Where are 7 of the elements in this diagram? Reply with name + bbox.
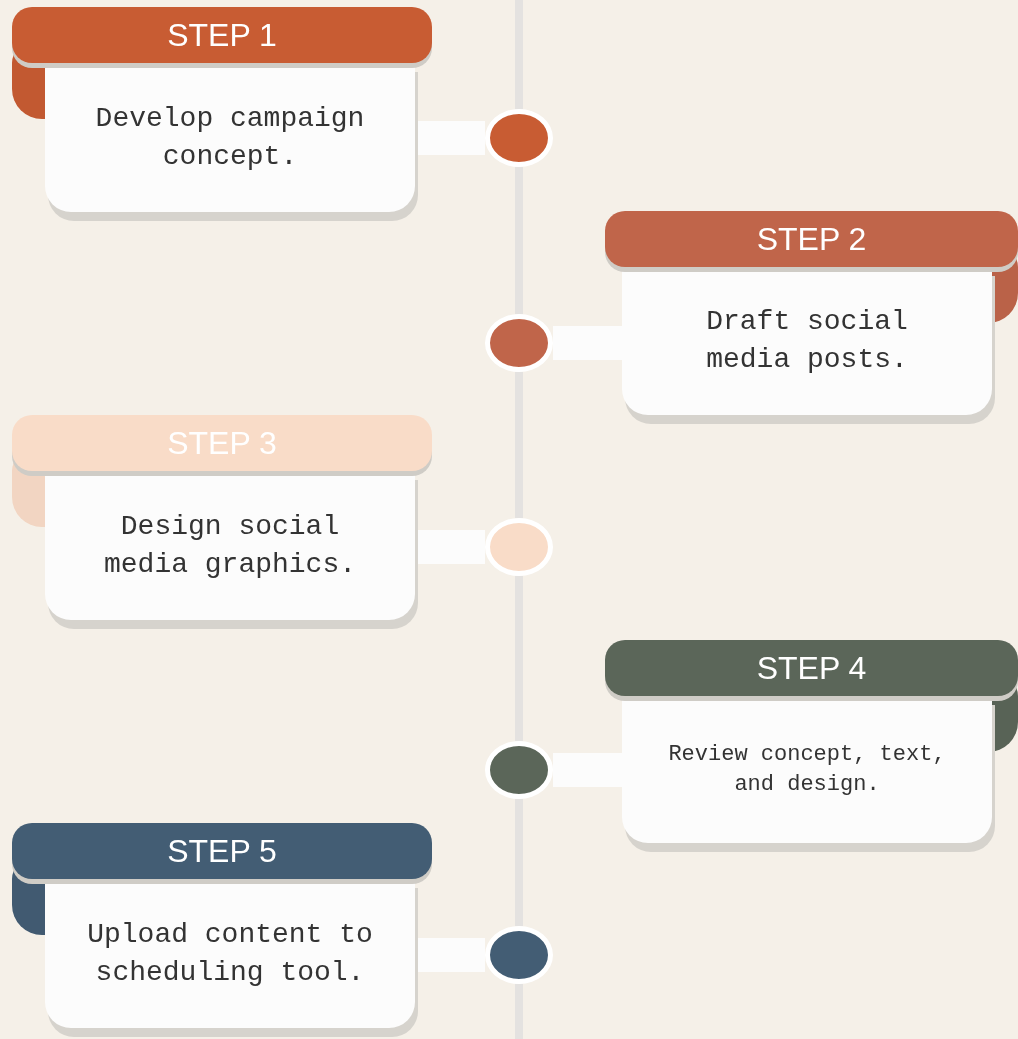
timeline-segment: [515, 372, 523, 518]
connector-tab: [415, 121, 485, 155]
connector-tab: [415, 938, 485, 972]
timeline-segment: [515, 799, 523, 926]
timeline-segment: [515, 167, 523, 314]
timeline-segment: [515, 576, 523, 741]
connector-tab: [415, 530, 485, 564]
